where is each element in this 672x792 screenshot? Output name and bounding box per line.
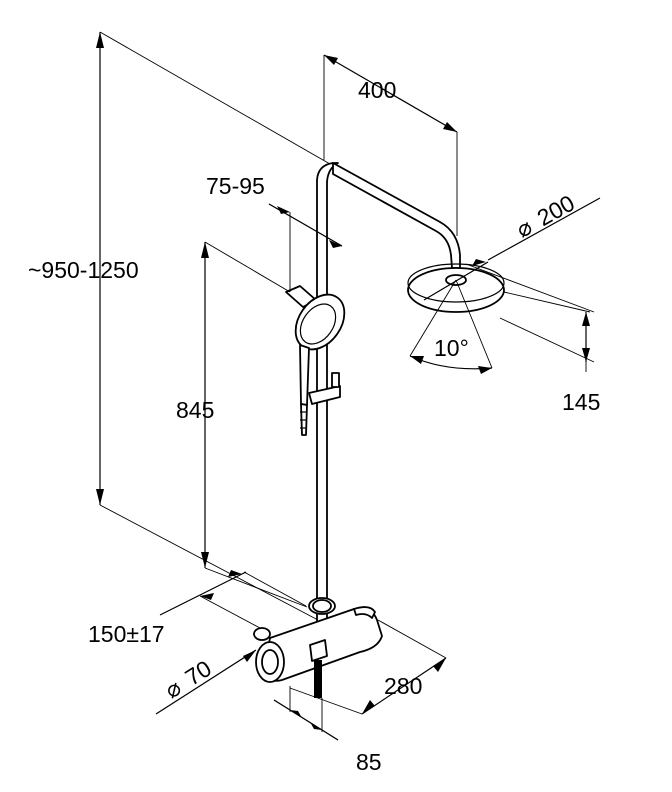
dimension-lines [96, 31, 601, 741]
diameter-symbol-icon: ⌀ [512, 213, 537, 243]
diameter-symbol-icon: ⌀ [160, 674, 186, 703]
upper-wall-bracket [312, 599, 332, 613]
tilt-angle-label: 10° [434, 335, 469, 361]
shower-system [253, 162, 505, 698]
head-drop-label: 145 [562, 389, 600, 415]
inlet-spacing-label: 150±17 [88, 621, 165, 647]
arm-length-label: 400 [358, 77, 396, 103]
rail-bracket-label: 75-95 [206, 173, 265, 199]
hand-shower [285, 285, 346, 436]
rain-shower-head [407, 263, 505, 313]
riser-rail [316, 162, 339, 641]
mixer-depth-label: 280 [384, 673, 422, 699]
overall-height-label: ~950-1250 [28, 257, 139, 283]
escutcheon-diameter-label: ⌀ 70 [160, 655, 216, 703]
escutcheon-diameter-value: 70 [180, 655, 215, 691]
head-diameter-label: ⌀ 200 [512, 190, 579, 243]
rail-height-label: 845 [176, 397, 214, 423]
mixer-outlet [314, 660, 322, 698]
mixer-offset-label: 85 [356, 749, 382, 775]
thermostatic-mixer [253, 597, 383, 698]
head-diameter-value: 200 [533, 190, 579, 231]
overhead-arm [332, 162, 461, 269]
